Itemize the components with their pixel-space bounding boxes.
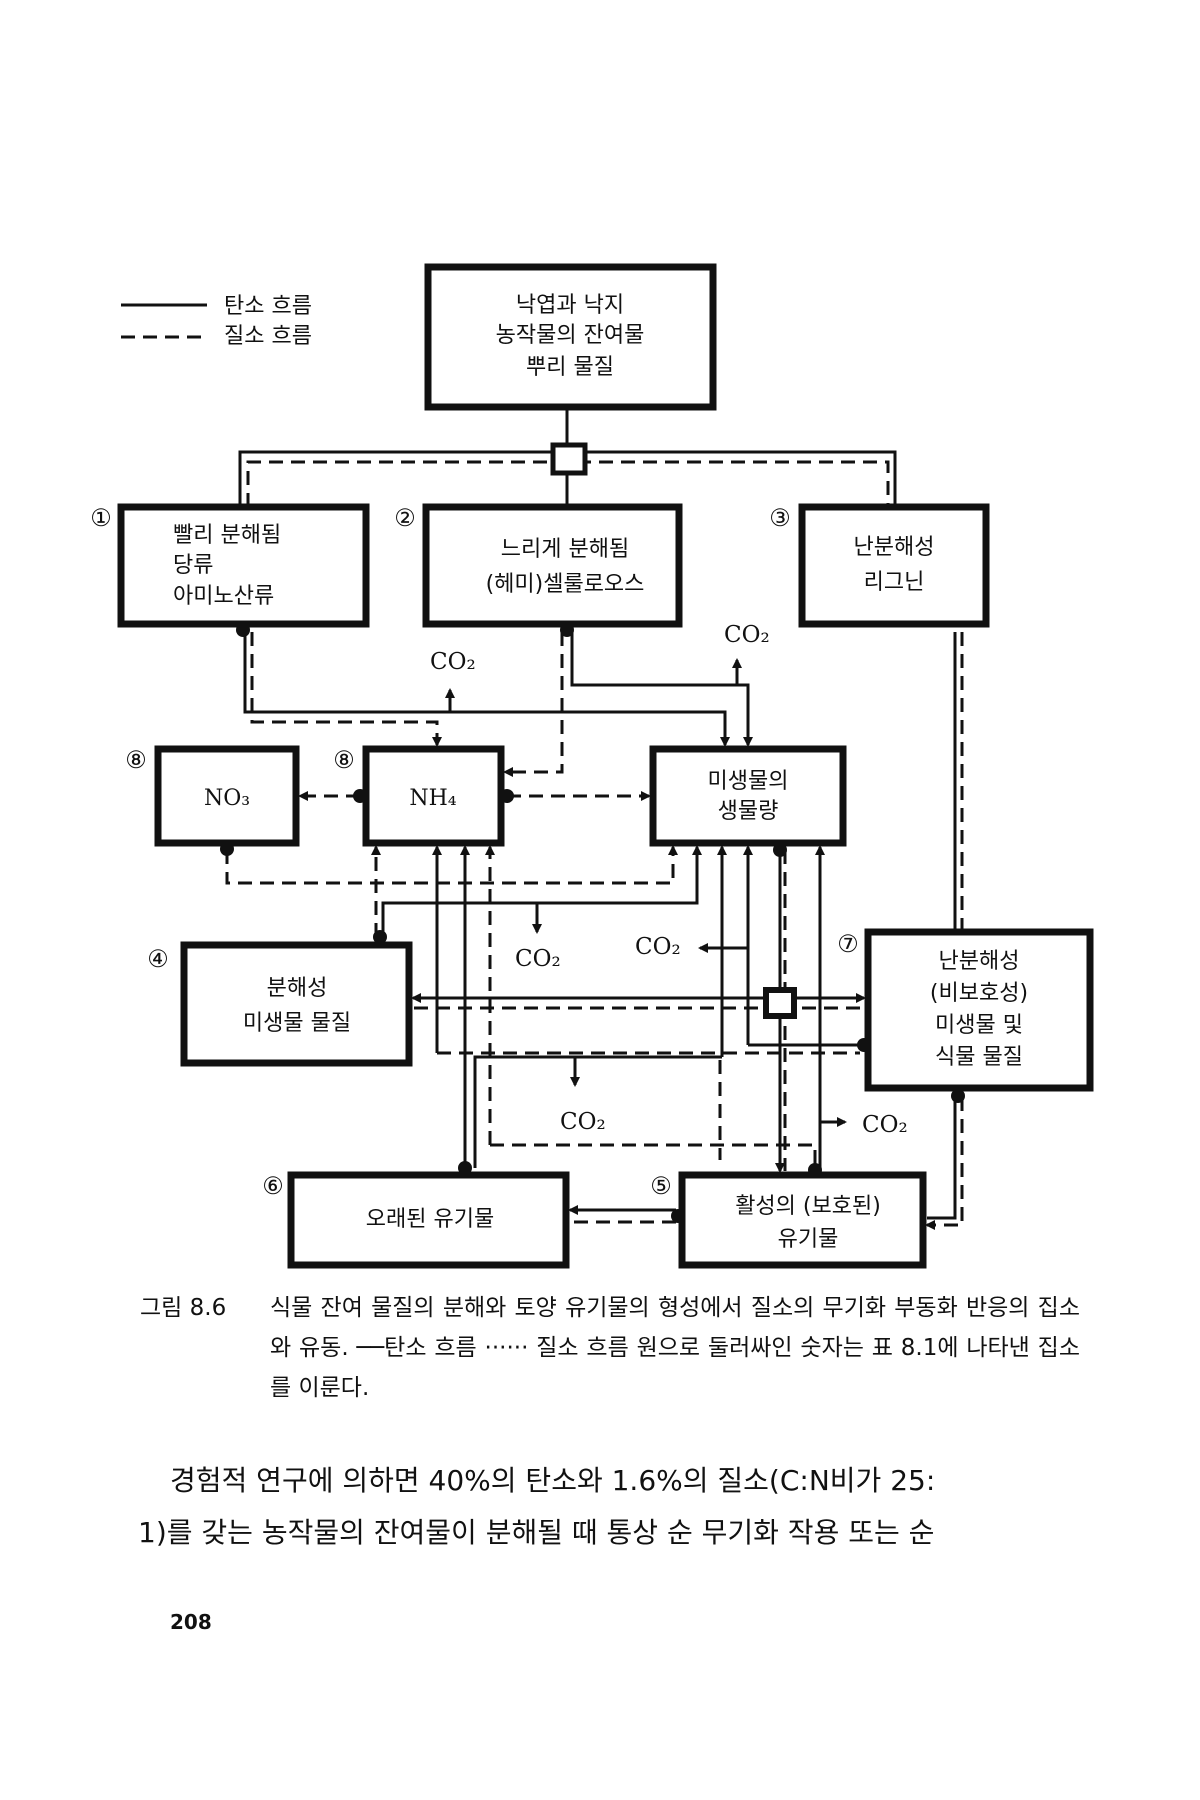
box-nh4: ⑧ NH₄ [333, 745, 505, 847]
svg-text:느리게 분해됨: 느리게 분해됨 [501, 537, 629, 562]
box-lignin: ③ 난분해성 리그닌 [769, 503, 990, 628]
box-fast-decomposing: ① 빨리 분해됨 당류 아미노산류 [90, 503, 370, 628]
co2-label: CO₂ [430, 649, 476, 675]
co2-label: CO₂ [635, 934, 681, 960]
svg-text:미생물의: 미생물의 [708, 769, 789, 794]
legend-nitrogen-label: 질소 흐름 [224, 324, 312, 349]
co2-label: CO₂ [724, 622, 770, 648]
svg-text:뿌리 물질: 뿌리 물질 [526, 355, 614, 380]
svg-text:낙엽과 낙지: 낙엽과 낙지 [516, 293, 624, 318]
svg-text:④: ④ [147, 945, 169, 973]
svg-text:난분해성: 난분해성 [939, 949, 1020, 974]
box-old-organic-matter: ⑥ 오래된 유기물 [262, 1171, 570, 1269]
svg-text:⑧: ⑧ [333, 746, 355, 774]
svg-text:빨리 분해됨: 빨리 분해됨 [173, 523, 281, 548]
svg-text:(비보호성): (비보호성) [930, 981, 1028, 1006]
svg-text:분해성: 분해성 [267, 976, 328, 1001]
caption-text: 식물 잔여 물질의 분해와 토양 유기물의 형성에서 질소의 무기화 부동화 반… [270, 1295, 1080, 1401]
svg-text:⑦: ⑦ [837, 930, 859, 958]
co2-label: CO₂ [560, 1109, 606, 1135]
svg-text:(헤미)셀룰로오스: (헤미)셀룰로오스 [486, 572, 645, 597]
svg-text:①: ① [90, 504, 112, 532]
svg-text:오래된 유기물: 오래된 유기물 [366, 1207, 494, 1232]
body-line: 1)를 갖는 농작물의 잔여물이 분해될 때 통상 순 무기화 작용 또는 순 [138, 1516, 935, 1549]
box-no3: ⑧ NO₃ [125, 745, 300, 847]
svg-text:②: ② [394, 504, 416, 532]
svg-text:⑧: ⑧ [125, 746, 147, 774]
junction-node [763, 987, 797, 1019]
co2-label: CO₂ [862, 1112, 908, 1138]
body-text: 경험적 연구에 의하면 40%의 탄소와 1.6%의 질소(C:N비가 25: … [138, 1455, 1068, 1559]
svg-text:당류: 당류 [173, 553, 213, 578]
svg-text:아미노산류: 아미노산류 [173, 584, 274, 609]
svg-text:NO₃: NO₃ [204, 786, 250, 811]
box-resistant-material: ⑦ 난분해성 (비보호성) 미생물 및 식물 물질 [837, 928, 1094, 1092]
box-active-organic-matter: ⑤ 활성의 (보호된) 유기물 [650, 1171, 927, 1269]
svg-text:⑤: ⑤ [650, 1172, 672, 1200]
body-line: 경험적 연구에 의하면 40%의 탄소와 1.6%의 질소(C:N비가 25: [170, 1464, 936, 1497]
box-decomposable-microbial: ④ 분해성 미생물 물질 [147, 941, 413, 1067]
svg-text:미생물 물질: 미생물 물질 [243, 1011, 351, 1036]
svg-text:리그닌: 리그닌 [864, 570, 925, 595]
svg-text:③: ③ [769, 504, 791, 532]
legend: 탄소 흐름 질소 흐름 [121, 294, 312, 349]
box-slow-decomposing: ② 느리게 분해됨 (헤미)셀룰로오스 [394, 503, 683, 628]
legend-carbon-label: 탄소 흐름 [224, 294, 312, 319]
svg-text:난분해성: 난분해성 [854, 535, 935, 560]
page-number: 208 [170, 1610, 212, 1634]
svg-text:NH₄: NH₄ [409, 786, 456, 811]
co2-label: CO₂ [515, 946, 561, 972]
svg-text:식물 물질: 식물 물질 [935, 1045, 1023, 1070]
svg-text:생물량: 생물량 [718, 799, 779, 824]
figure-label: 그림 8.6 [140, 1295, 227, 1321]
svg-text:유기물: 유기물 [778, 1227, 839, 1252]
svg-text:⑥: ⑥ [262, 1172, 284, 1200]
box-litter: 낙엽과 낙지 농작물의 잔여물 뿌리 물질 [424, 263, 717, 411]
svg-text:미생물 및: 미생물 및 [935, 1013, 1023, 1038]
svg-text:농작물의 잔여물: 농작물의 잔여물 [496, 323, 645, 348]
junction-node [550, 442, 588, 476]
box-microbial-biomass: 미생물의 생물량 [649, 745, 847, 847]
figure-caption: 그림 8.6 식물 잔여 물질의 분해와 토양 유기물의 형성에서 질소의 무기… [140, 1288, 1080, 1408]
svg-text:활성의 (보호된): 활성의 (보호된) [735, 1194, 881, 1219]
